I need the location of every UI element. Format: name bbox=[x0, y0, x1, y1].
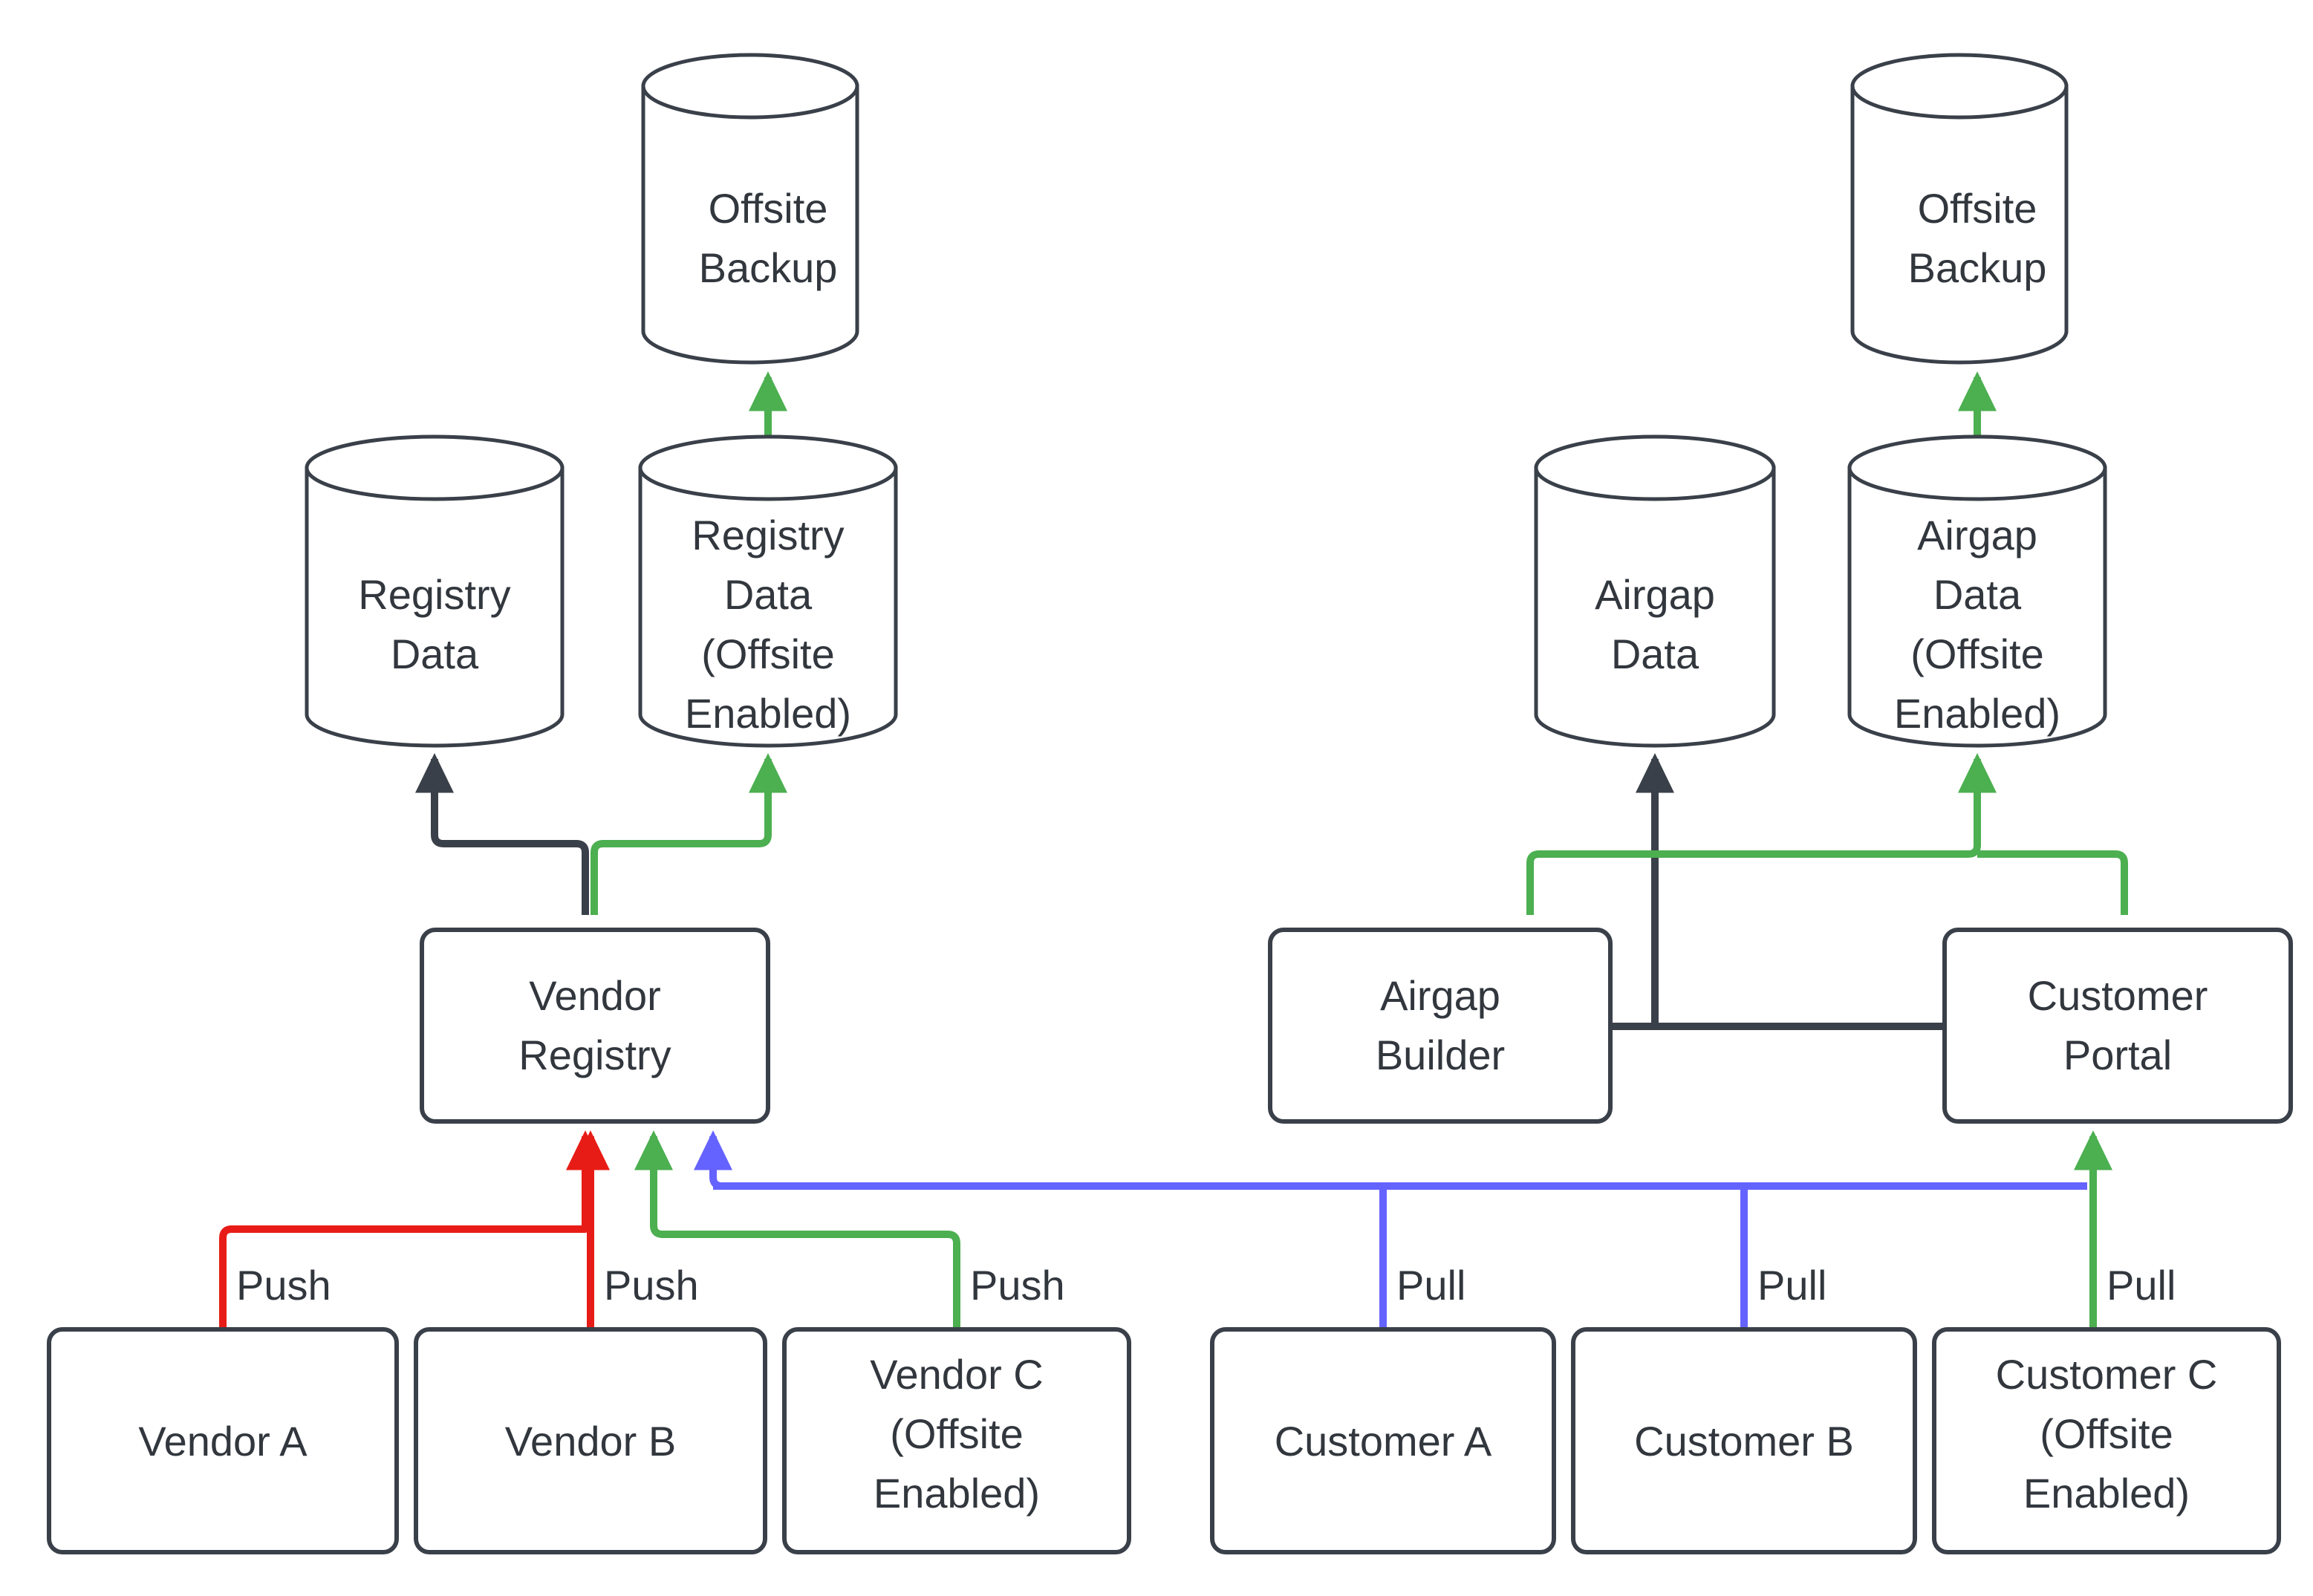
customer-c-line2: (Offsite bbox=[2040, 1410, 2173, 1457]
airgap-builder-line2: Builder bbox=[1376, 1032, 1505, 1078]
airgap-data-offsite-line3: (Offsite bbox=[1910, 631, 2043, 677]
node-airgap-builder[interactable]: Airgap Builder bbox=[1268, 928, 1613, 1124]
vendor-b-label: Vendor B bbox=[505, 1418, 676, 1465]
airgap-data-offsite-line2: Data bbox=[1933, 571, 2022, 618]
edge-airgap-builder-to-airgap-offsite bbox=[1526, 753, 1997, 915]
node-registry-data[interactable]: Registry Data bbox=[305, 434, 565, 748]
customer-a-label: Customer A bbox=[1275, 1418, 1492, 1465]
offsite-backup-left-line2: Backup bbox=[699, 244, 838, 291]
node-vendor-a[interactable]: Vendor A bbox=[47, 1327, 399, 1554]
airgap-builder-line1: Airgap bbox=[1380, 972, 1500, 1019]
customer-b-label: Customer B bbox=[1634, 1418, 1854, 1465]
edge-label-pull-c: Pull bbox=[2107, 1262, 2176, 1309]
customer-portal-line2: Portal bbox=[2063, 1032, 2172, 1078]
edge-label-push-b: Push bbox=[604, 1262, 699, 1309]
registry-data-offsite-line2: Data bbox=[724, 571, 813, 618]
registry-data-offsite-line4: Enabled) bbox=[685, 690, 851, 737]
registry-data-line2: Data bbox=[391, 631, 479, 677]
node-airgap-data-offsite[interactable]: Airgap Data (Offsite Enabled) bbox=[1847, 434, 2107, 748]
edge-vendor-registry-to-registry-data-offsite bbox=[591, 753, 787, 915]
node-offsite-backup-left[interactable]: Offsite Backup bbox=[641, 53, 859, 365]
node-customer-portal[interactable]: Customer Portal bbox=[1942, 928, 2293, 1124]
node-customer-a[interactable]: Customer A bbox=[1210, 1327, 1556, 1554]
edge-label-push-c: Push bbox=[970, 1262, 1065, 1309]
vendor-c-line1: Vendor C bbox=[870, 1351, 1044, 1398]
customer-c-line3: Enabled) bbox=[2023, 1470, 2190, 1517]
vendor-registry-line1: Vendor bbox=[529, 972, 661, 1019]
registry-data-line1: Registry bbox=[358, 571, 510, 618]
vendor-c-line3: Enabled) bbox=[874, 1470, 1040, 1517]
airgap-data-line1: Airgap bbox=[1595, 571, 1715, 618]
edge-airgap-builder-to-airgap-data bbox=[1610, 753, 1674, 1030]
node-vendor-c[interactable]: Vendor C (Offsite Enabled) bbox=[782, 1327, 1131, 1554]
edge-customer-b-pull bbox=[713, 1182, 1748, 1329]
edge-vendor-c-push bbox=[634, 1130, 960, 1329]
vendor-a-label: Vendor A bbox=[138, 1418, 308, 1465]
registry-data-offsite-line1: Registry bbox=[692, 512, 844, 558]
node-vendor-b[interactable]: Vendor B bbox=[414, 1327, 767, 1554]
edge-label-pull-a: Pull bbox=[1396, 1262, 1465, 1309]
customer-portal-line1: Customer bbox=[2028, 972, 2208, 1019]
customer-c-line1: Customer C bbox=[1996, 1351, 2218, 1398]
offsite-backup-right-line2: Backup bbox=[1908, 244, 2047, 291]
node-customer-b[interactable]: Customer B bbox=[1571, 1327, 1917, 1554]
node-offsite-backup-right[interactable]: Offsite Backup bbox=[1850, 53, 2069, 365]
node-registry-data-offsite[interactable]: Registry Data (Offsite Enabled) bbox=[638, 434, 898, 748]
vendor-registry-line2: Registry bbox=[518, 1032, 671, 1078]
vendor-c-line2: (Offsite bbox=[890, 1410, 1023, 1457]
edge-vendor-a-push bbox=[219, 1130, 605, 1329]
airgap-data-line2: Data bbox=[1611, 631, 1699, 677]
airgap-data-offsite-line1: Airgap bbox=[1917, 512, 2037, 558]
airgap-data-offsite-line4: Enabled) bbox=[1894, 690, 2060, 737]
edge-vendor-registry-to-registry-data bbox=[415, 753, 589, 915]
edge-customer-portal-to-airgap-offsite bbox=[1977, 850, 2128, 915]
offsite-backup-left-line1: Offsite bbox=[709, 185, 828, 232]
registry-data-offsite-line3: (Offsite bbox=[701, 631, 834, 677]
node-customer-c[interactable]: Customer C (Offsite Enabled) bbox=[1932, 1327, 2281, 1554]
edge-label-push-a: Push bbox=[236, 1262, 331, 1309]
node-airgap-data[interactable]: Airgap Data bbox=[1534, 434, 1776, 748]
node-vendor-registry[interactable]: Vendor Registry bbox=[420, 928, 770, 1124]
offsite-backup-right-line1: Offsite bbox=[1918, 185, 2037, 232]
edge-label-pull-b: Pull bbox=[1757, 1262, 1826, 1309]
